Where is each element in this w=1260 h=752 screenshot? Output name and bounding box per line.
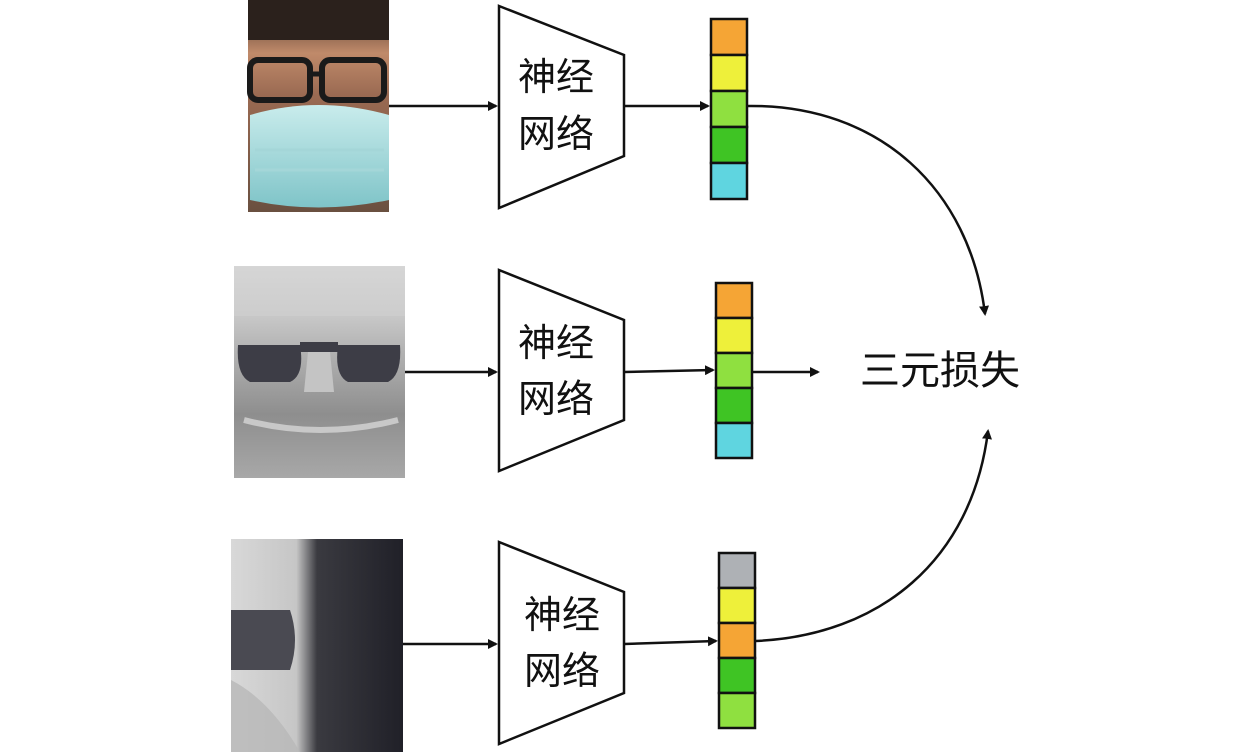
- embedding-cell-cyan: [714, 421, 754, 460]
- embedding-cell-gray: [717, 551, 757, 590]
- embedding-vector-2: [714, 281, 754, 460]
- arrow-anchor-to-loss: [746, 104, 989, 316]
- embedding-cell-cyan: [709, 161, 749, 201]
- embedding-vector-1: [709, 17, 749, 201]
- embedding-cell-orange: [709, 17, 749, 57]
- embedding-cell-green: [709, 125, 749, 165]
- embedding-cell-orange: [714, 281, 754, 320]
- embedding-cell-orange: [717, 621, 757, 660]
- arrow-negative-to-loss: [754, 429, 992, 643]
- embedding-cell-yellow: [717, 586, 757, 625]
- network-label-line2: 网络: [524, 649, 600, 693]
- output-arrows: [623, 101, 718, 647]
- network-label-line1: 神经: [518, 321, 594, 365]
- face-image-thermal-front: [234, 266, 405, 478]
- embedding-cell-lightgreen: [714, 351, 754, 390]
- network-label-line2: 网络: [518, 377, 594, 421]
- network-label-line1: 神经: [524, 593, 600, 637]
- embedding-cell-yellow: [714, 316, 754, 355]
- embedding-cell-lightgreen: [717, 691, 757, 730]
- embedding-vector-3: [717, 551, 757, 730]
- arrow-net-to-embedding-3: [623, 636, 718, 647]
- network-label-line2: 网络: [518, 112, 594, 156]
- embedding-cell-yellow: [709, 53, 749, 93]
- face-image-thermal-side: [231, 539, 403, 752]
- network-block-3: 神经 网络: [497, 540, 626, 746]
- network-block-1: 神经 网络: [497, 4, 626, 210]
- face-image-rgb: [247, 0, 389, 212]
- arrow-net-to-embedding-2: [623, 365, 715, 376]
- embedding-cell-green: [714, 386, 754, 425]
- loss-arrows: [746, 104, 992, 643]
- network-block-2: 神经 网络: [497, 268, 626, 473]
- triplet-loss-label: 三元损失: [860, 348, 1020, 394]
- input-arrows: [389, 101, 498, 649]
- network-label-line1: 神经: [518, 55, 594, 99]
- embedding-cell-lightgreen: [709, 89, 749, 129]
- embedding-cell-green: [717, 656, 757, 695]
